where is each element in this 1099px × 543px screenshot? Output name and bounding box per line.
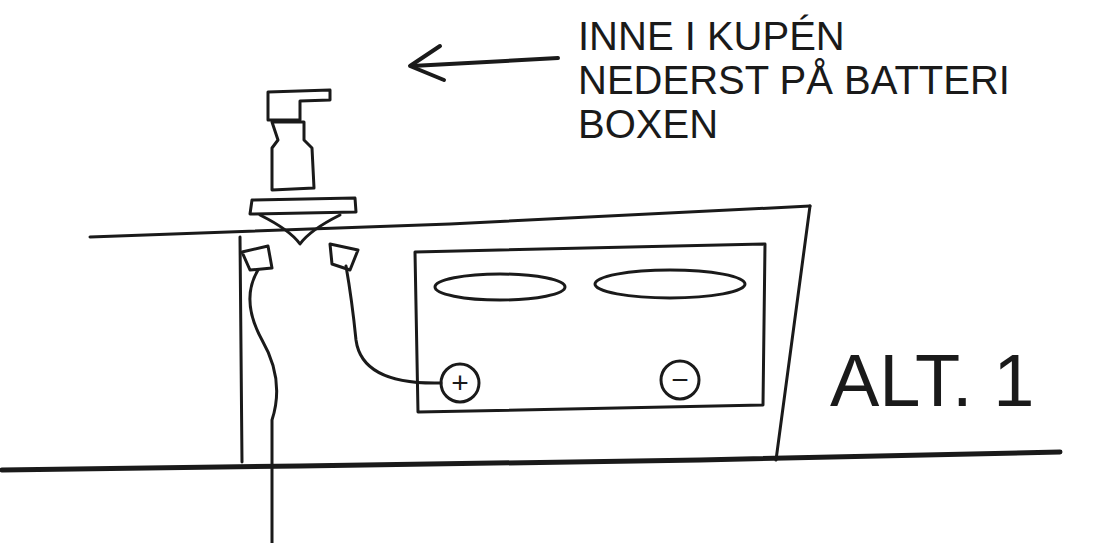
wire-plus	[346, 266, 441, 383]
socket-flange	[250, 198, 356, 214]
terminal-ring	[441, 364, 479, 402]
terminal-ring	[661, 361, 699, 399]
grommet	[330, 244, 358, 270]
battery-outline	[415, 244, 765, 412]
box-right-side	[776, 206, 810, 460]
callout-note: INNE I KUPÉN NEDERST PÅ BATTERI BOXEN	[578, 14, 1030, 146]
terminal-sign: −	[671, 362, 689, 397]
grommet	[242, 246, 272, 270]
plug-body	[272, 122, 314, 190]
alternative-label: ALT. 1	[830, 338, 1034, 423]
box-top	[90, 206, 810, 237]
callout-arrow	[412, 58, 558, 66]
battery-cap	[595, 270, 745, 298]
arrowhead	[410, 46, 444, 80]
plug-handle	[268, 90, 330, 120]
floor-line	[2, 452, 1060, 470]
wire-junction	[260, 215, 340, 244]
battery-cap	[435, 274, 565, 300]
box-left-side	[240, 237, 242, 462]
terminal-sign: +	[451, 365, 469, 400]
wire-down	[250, 270, 277, 543]
